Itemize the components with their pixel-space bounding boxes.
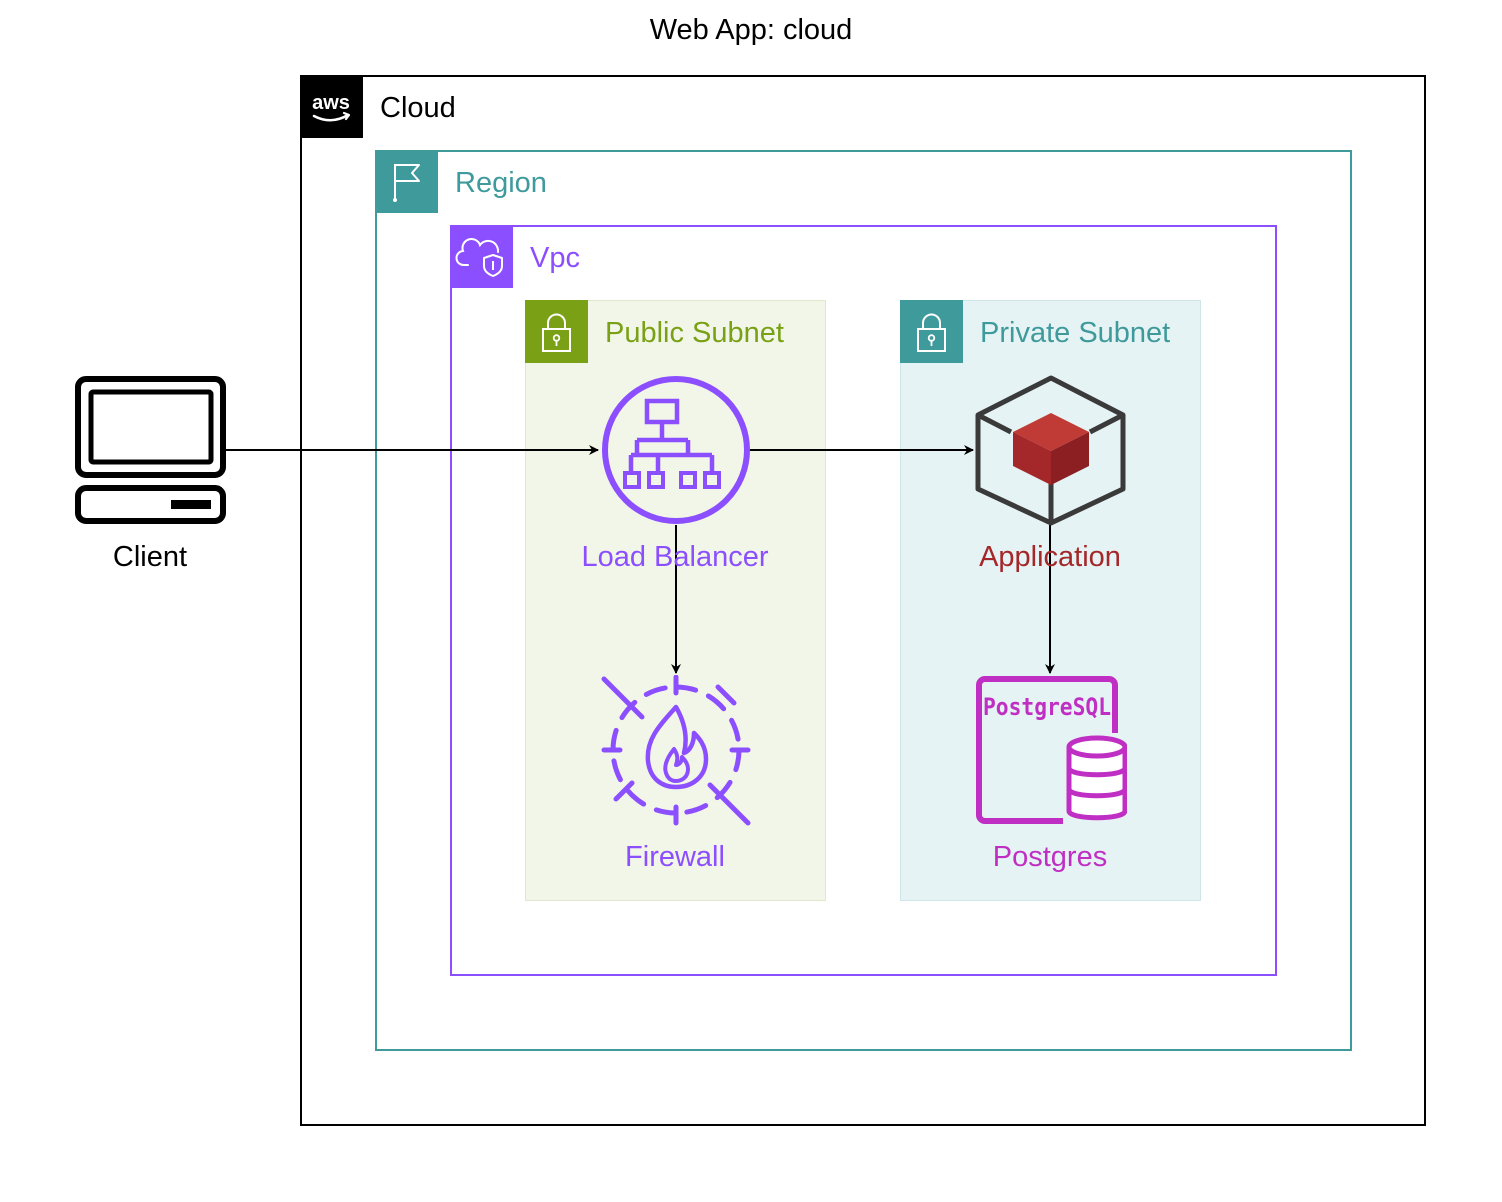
public-subnet-lock-icon [525, 300, 588, 363]
region-label: Region [455, 167, 547, 199]
vpc-label: Vpc [530, 242, 580, 274]
region-group [375, 150, 1352, 1051]
svg-text:aws: aws [312, 92, 350, 114]
computer-icon [75, 376, 226, 524]
private-subnet-label: Private Subnet [980, 317, 1171, 349]
vpc-cloud-shield-icon [450, 225, 513, 288]
firewall-label: Firewall [625, 841, 725, 873]
flag-icon [375, 150, 438, 213]
postgresql-icon: PostgreSQL [976, 676, 1127, 824]
load-balancer-label: Load Balancer [581, 541, 769, 573]
public-subnet-label: Public Subnet [605, 317, 784, 349]
load-balancer-icon [602, 376, 750, 524]
application-label: Application [979, 541, 1121, 573]
firewall-node[interactable] [600, 675, 752, 827]
private-subnet-lock-icon [900, 300, 963, 363]
postgresql-icon-text: PostgreSQL [983, 693, 1111, 721]
client-node[interactable] [75, 375, 227, 527]
application-node[interactable] [975, 375, 1127, 527]
postgres-label: Postgres [992, 841, 1108, 873]
cloud-group [300, 75, 1426, 1126]
vpc-group [450, 225, 1277, 976]
aws-logo-icon: aws [300, 75, 363, 138]
postgres-node[interactable]: PostgreSQL [975, 675, 1127, 827]
firewall-icon [601, 675, 751, 826]
cloud-label: Cloud [380, 92, 456, 124]
load-balancer-node[interactable] [600, 375, 752, 527]
client-label: Client [112, 541, 188, 573]
compute-cube-icon [975, 375, 1126, 526]
diagram-title: Web App: cloud [649, 14, 853, 46]
